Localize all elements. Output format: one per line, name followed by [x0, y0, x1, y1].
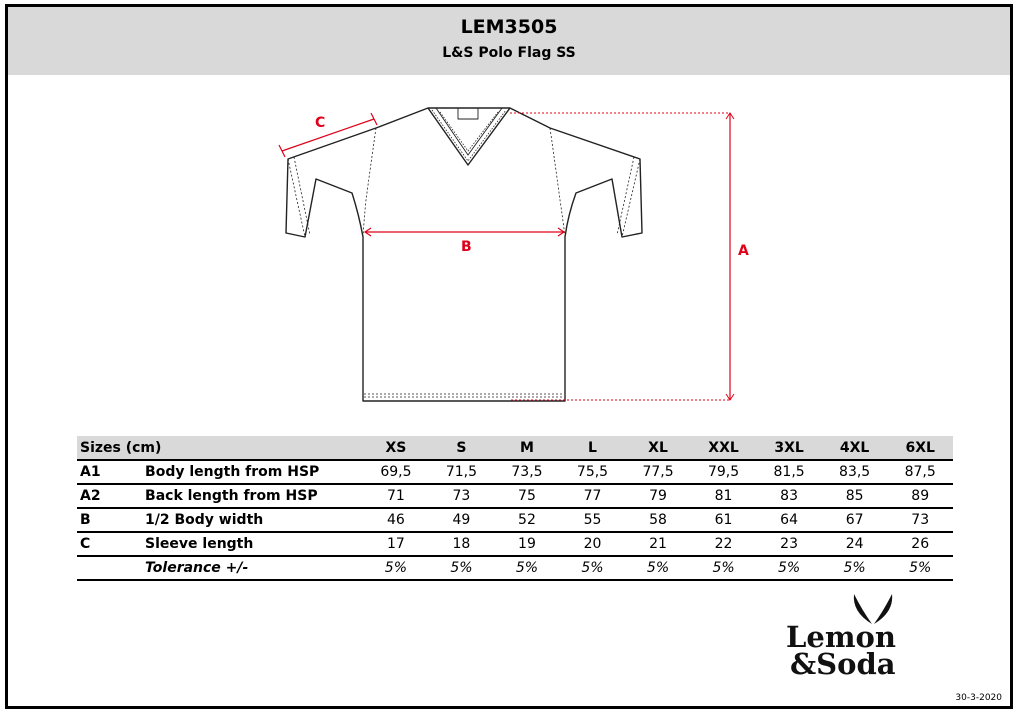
measure-label-a: A: [738, 243, 749, 259]
cell-value: 75,5: [559, 460, 626, 485]
brand-logo: Lemon &Soda: [786, 592, 956, 692]
row-code: A2: [77, 484, 146, 509]
row-code: [77, 556, 146, 581]
size-chart-sheet: LEM3505 L&S Polo Flag SS: [5, 4, 1013, 709]
cell-value: 79,5: [690, 460, 757, 485]
measure-label-b: B: [461, 239, 472, 255]
cell-value: 87,5: [887, 460, 953, 485]
cell-value: 89: [887, 484, 953, 509]
sizes-header-label: Sizes (cm): [77, 436, 364, 461]
cell-value: 23: [756, 532, 822, 557]
cell-value: 71,5: [428, 460, 495, 485]
cell-value: 77: [559, 484, 626, 509]
table-row: A2 Back length from HSP 71 73 75 77 79 8…: [77, 484, 953, 509]
row-label: Sleeve length: [145, 532, 364, 557]
table-row: C Sleeve length 17 18 19 20 21 22 23 24 …: [77, 532, 953, 557]
cell-value: 69,5: [363, 460, 429, 485]
size-header: M: [494, 436, 560, 461]
row-label: Body length from HSP: [145, 460, 364, 485]
cell-value: 46: [363, 508, 429, 533]
row-code: A1: [77, 460, 146, 485]
measure-line-b: [363, 227, 566, 237]
cell-value: 5%: [756, 556, 822, 581]
cell-value: 17: [363, 532, 429, 557]
product-code: LEM3505: [460, 16, 558, 38]
polo-shirt-outline: [285, 107, 643, 402]
product-name: L&S Polo Flag SS: [442, 45, 576, 61]
cell-value: 24: [821, 532, 888, 557]
table-row: B 1/2 Body width 46 49 52 55 58 61 64 67…: [77, 508, 953, 533]
cell-value: 64: [756, 508, 822, 533]
row-code: B: [77, 508, 146, 533]
cell-value: 58: [625, 508, 691, 533]
logo-wordmark: Lemon &Soda: [786, 623, 896, 681]
cell-value: 5%: [690, 556, 757, 581]
cell-value: 5%: [559, 556, 626, 581]
document-date: 30-3-2020: [955, 693, 1002, 703]
cell-value: 5%: [625, 556, 691, 581]
cell-value: 18: [428, 532, 495, 557]
logo-line-1: Lemon: [786, 620, 896, 654]
size-header: 3XL: [756, 436, 822, 461]
cell-value: 73,5: [494, 460, 560, 485]
size-header: 4XL: [821, 436, 888, 461]
cell-value: 49: [428, 508, 495, 533]
cell-value: 22: [690, 532, 757, 557]
measure-label-c: C: [315, 115, 325, 131]
cell-value: 67: [821, 508, 888, 533]
cell-value: 21: [625, 532, 691, 557]
cell-value: 5%: [494, 556, 560, 581]
size-table: Sizes (cm) XS S M L XL XXL 3XL 4XL 6XL A…: [77, 436, 953, 581]
header-bar: LEM3505 L&S Polo Flag SS: [8, 7, 1010, 75]
cell-value: 5%: [428, 556, 495, 581]
row-code: C: [77, 532, 146, 557]
cell-value: 26: [887, 532, 953, 557]
cell-value: 52: [494, 508, 560, 533]
table-row: A1 Body length from HSP 69,5 71,5 73,5 7…: [77, 460, 953, 485]
cell-value: 73: [428, 484, 495, 509]
logo-line-2: &Soda: [790, 647, 896, 681]
cell-value: 85: [821, 484, 888, 509]
size-header: 6XL: [887, 436, 953, 461]
leaf-icon: [853, 594, 893, 624]
cell-value: 71: [363, 484, 429, 509]
measure-line-c: [278, 112, 378, 158]
cell-value: 5%: [887, 556, 953, 581]
cell-value: 79: [625, 484, 691, 509]
cell-value: 5%: [821, 556, 888, 581]
cell-value: 73: [887, 508, 953, 533]
size-header: XL: [625, 436, 691, 461]
cell-value: 55: [559, 508, 626, 533]
cell-value: 75: [494, 484, 560, 509]
cell-value: 61: [690, 508, 757, 533]
cell-value: 77,5: [625, 460, 691, 485]
size-header: XXL: [690, 436, 757, 461]
size-header: XS: [363, 436, 429, 461]
size-table-header: Sizes (cm) XS S M L XL XXL 3XL 4XL 6XL: [77, 436, 953, 461]
cell-value: 20: [559, 532, 626, 557]
measure-line-a: [510, 112, 735, 401]
size-header: L: [559, 436, 626, 461]
garment-drawing: C B A: [278, 107, 749, 402]
tolerance-row: Tolerance +/- 5% 5% 5% 5% 5% 5% 5% 5% 5%: [77, 556, 953, 581]
cell-value: 83,5: [821, 460, 888, 485]
cell-value: 5%: [363, 556, 429, 581]
cell-value: 19: [494, 532, 560, 557]
cell-value: 81,5: [756, 460, 822, 485]
cell-value: 83: [756, 484, 822, 509]
size-header: S: [428, 436, 495, 461]
row-label: Back length from HSP: [145, 484, 364, 509]
cell-value: 81: [690, 484, 757, 509]
row-label: Tolerance +/-: [145, 556, 364, 581]
row-label: 1/2 Body width: [145, 508, 364, 533]
